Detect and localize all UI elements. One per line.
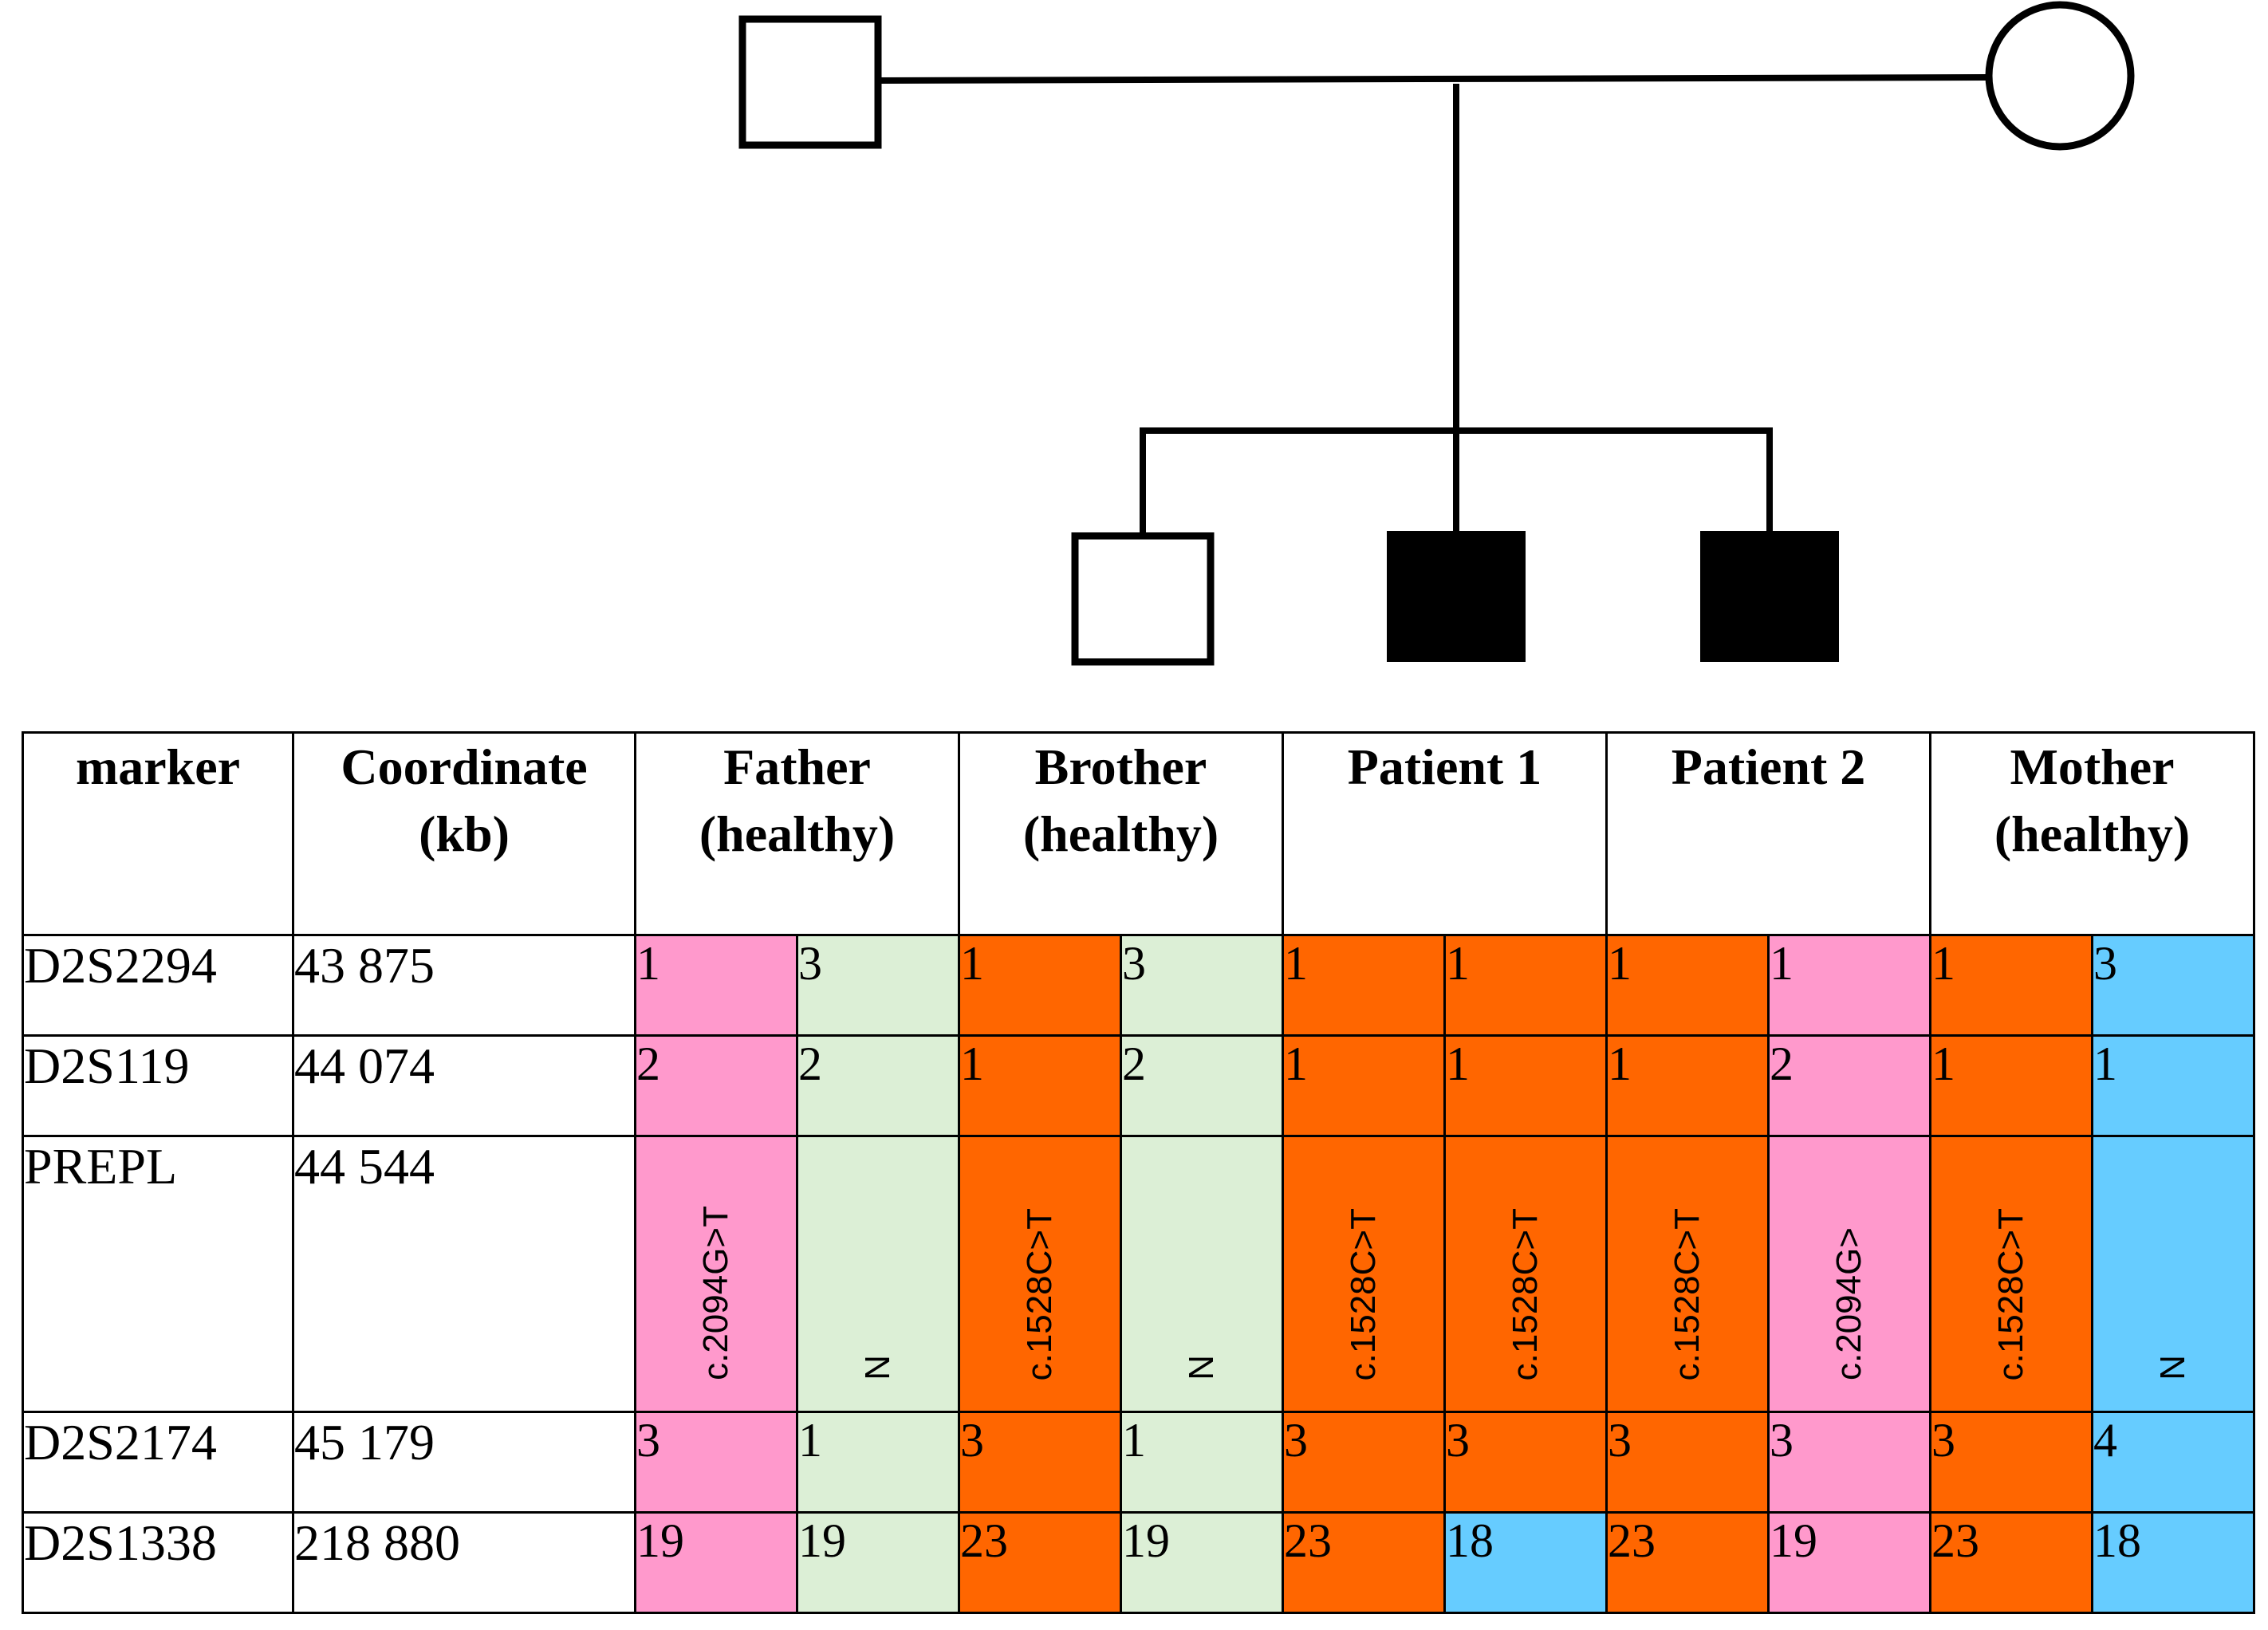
variant-label: c.1528C>T	[1344, 1207, 1383, 1380]
header-father: Father(healthy)	[634, 731, 960, 936]
allele-cell: 19	[1120, 1511, 1284, 1614]
allele-cell: 1	[1929, 1034, 2093, 1137]
variant-label: c.1528C>T	[1668, 1207, 1707, 1380]
marker-cell: PREPL	[22, 1135, 294, 1413]
allele-cell: 3	[1929, 1411, 2093, 1514]
coordinate-cell: 218 880	[292, 1511, 636, 1614]
allele-cell: c.2094G>T	[634, 1135, 798, 1413]
variant-label: c.1528C>T	[1991, 1207, 2030, 1380]
allele-cell: 3	[1605, 1411, 1770, 1514]
patient1-symbol	[1387, 531, 1526, 662]
allele-cell: 3	[634, 1411, 798, 1514]
allele-cell: 19	[796, 1511, 960, 1614]
variant-label: c.2094G>	[1829, 1226, 1868, 1380]
allele-cell: 1	[1767, 934, 1931, 1037]
allele-cell: N	[796, 1135, 960, 1413]
mother-symbol	[1985, 1, 2135, 151]
allele-cell: 1	[1605, 934, 1770, 1037]
coordinate-cell: 44 544	[292, 1135, 636, 1413]
allele-cell: 23	[1282, 1511, 1446, 1614]
allele-cell: N	[1120, 1135, 1284, 1413]
allele-cell: 2	[1767, 1034, 1931, 1137]
variant-label: N	[858, 1355, 897, 1380]
coordinate-cell: 43 875	[292, 934, 636, 1037]
marker-cell: D2S2174	[22, 1411, 294, 1514]
allele-cell: 1	[1605, 1034, 1770, 1137]
allele-cell: 1	[958, 1034, 1122, 1137]
allele-cell: 3	[796, 934, 960, 1037]
allele-cell: 1	[1282, 1034, 1446, 1137]
allele-cell: 18	[2091, 1511, 2255, 1614]
variant-label: N	[1182, 1355, 1221, 1380]
pedigree-diagram	[738, 1, 2135, 666]
header-brother: Brother(healthy)	[958, 731, 1284, 936]
allele-cell: N	[2091, 1135, 2255, 1413]
variant-label: c.1528C>T	[1506, 1207, 1545, 1380]
allele-cell: 3	[2091, 934, 2255, 1037]
marker-cell: D2S119	[22, 1034, 294, 1137]
variant-label: c.1528C>T	[1020, 1207, 1059, 1380]
allele-cell: 2	[796, 1034, 960, 1137]
header-coordinate: Coordinate(kb)	[292, 731, 636, 936]
header-mother: Mother(healthy)	[1929, 731, 2255, 936]
allele-cell: 1	[1120, 1411, 1284, 1514]
brother-symbol	[1071, 532, 1215, 666]
marker-cell: D2S1338	[22, 1511, 294, 1614]
allele-cell: 3	[958, 1411, 1122, 1514]
allele-cell: 19	[634, 1511, 798, 1614]
allele-cell: 3	[1120, 934, 1284, 1037]
variant-label: N	[2153, 1355, 2192, 1380]
allele-cell: 3	[1443, 1411, 1608, 1514]
allele-cell: 3	[1282, 1411, 1446, 1514]
allele-cell: 1	[1282, 934, 1446, 1037]
allele-cell: 2	[634, 1034, 798, 1137]
allele-cell: c.1528C>T	[1929, 1135, 2093, 1413]
coordinate-cell: 44 074	[292, 1034, 636, 1137]
allele-cell: c.1528C>T	[958, 1135, 1122, 1413]
allele-cell: 1	[2091, 1034, 2255, 1137]
allele-cell: 3	[1767, 1411, 1931, 1514]
allele-cell: 4	[2091, 1411, 2255, 1514]
allele-cell: 1	[1929, 934, 2093, 1037]
allele-cell: 1	[958, 934, 1122, 1037]
allele-cell: 18	[1443, 1511, 1608, 1614]
header-patient2: Patient 2	[1605, 731, 1931, 936]
allele-cell: 19	[1767, 1511, 1931, 1614]
allele-cell: c.1528C>T	[1282, 1135, 1446, 1413]
allele-cell: c.2094G>	[1767, 1135, 1931, 1413]
marriage-line	[877, 74, 1990, 84]
haplotype-table: marker Coordinate(kb) Father(healthy) Br…	[22, 731, 2255, 1614]
header-row: marker Coordinate(kb) Father(healthy) Br…	[22, 731, 2255, 936]
marker-cell: D2S2294	[22, 934, 294, 1037]
allele-cell: 23	[1929, 1511, 2093, 1614]
allele-cell: c.1528C>T	[1605, 1135, 1770, 1413]
patient2-symbol	[1700, 531, 1839, 662]
coordinate-cell: 45 179	[292, 1411, 636, 1514]
allele-cell: 1	[1443, 934, 1608, 1037]
header-marker: marker	[22, 731, 294, 936]
father-symbol	[738, 15, 882, 149]
allele-cell: 1	[1443, 1034, 1608, 1137]
allele-cell: 23	[1605, 1511, 1770, 1614]
allele-cell: 23	[958, 1511, 1122, 1614]
allele-cell: c.1528C>T	[1443, 1135, 1608, 1413]
header-patient1: Patient 1	[1282, 731, 1608, 936]
allele-cell: 1	[796, 1411, 960, 1514]
allele-cell: 1	[634, 934, 798, 1037]
variant-label: c.2094G>T	[696, 1206, 735, 1380]
allele-cell: 2	[1120, 1034, 1284, 1137]
